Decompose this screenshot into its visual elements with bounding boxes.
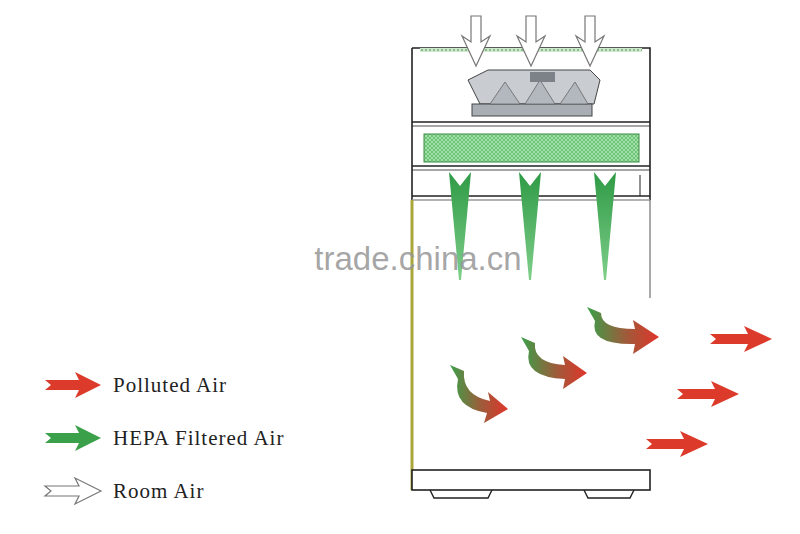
transition-arrows: [450, 307, 659, 423]
blower-fan: [468, 70, 600, 116]
polluted-air-arrows: [646, 326, 772, 457]
legend-arrow: [45, 478, 101, 504]
watermark: trade.china.cn: [314, 242, 521, 275]
legend-label: HEPA Filtered Air: [113, 428, 284, 449]
room-air-arrows: [462, 16, 604, 66]
legend-label: Room Air: [113, 481, 204, 502]
legend-arrow: [45, 425, 101, 451]
legend-label: Polluted Air: [113, 375, 227, 396]
hepa-filter: [424, 134, 639, 162]
legend-arrow: [45, 372, 101, 398]
